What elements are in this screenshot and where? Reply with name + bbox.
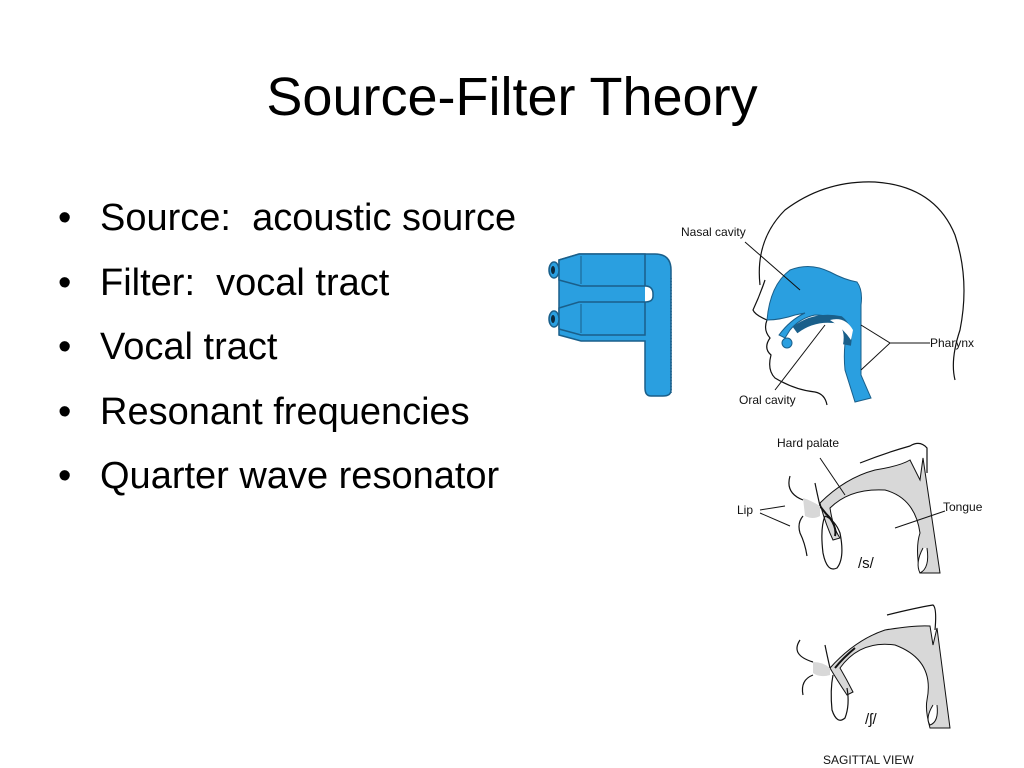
bullet-item: • Quarter wave resonator	[58, 444, 499, 509]
bullet-text: Quarter wave resonator	[100, 455, 500, 497]
bullet-dot-icon: •	[58, 261, 72, 304]
label-oral-cavity: Oral cavity	[739, 393, 796, 407]
label-nasal-cavity: Nasal cavity	[681, 225, 746, 239]
double-tube-resonator-icon	[548, 253, 672, 397]
bullet-text: Filter: vocal tract	[100, 261, 390, 304]
label-phoneme-sh: /ʃ/	[865, 711, 878, 728]
bullet-list: • Source: acoustic source • Filter: voca…	[58, 186, 516, 509]
slide-title: Source-Filter Theory	[266, 67, 758, 127]
label-lip: Lip	[737, 503, 753, 517]
caption-sagittal-view: SAGITTAL VIEW	[823, 753, 914, 767]
bullet-text: Vocal tract	[100, 326, 278, 368]
bullet-item: • Resonant frequencies	[58, 380, 470, 445]
sagittal-sh-diagram: /ʃ/ SAGITTAL VIEW	[796, 604, 951, 767]
label-phoneme-s: /s/	[858, 555, 875, 572]
bullet-item: • Filter: vocal tract	[58, 251, 389, 316]
bullet-text: Source: acoustic source	[100, 197, 517, 239]
bullet-dot-icon: •	[58, 197, 72, 239]
bullet-text: Resonant frequencies	[100, 390, 470, 433]
label-tongue: Tongue	[943, 500, 983, 514]
bullet-item: • Vocal tract	[58, 315, 277, 380]
sagittal-s-diagram: Hard palate Lip Tongue /s/	[737, 436, 983, 574]
bullet-item: • Source: acoustic source	[58, 186, 516, 251]
bullet-dot-icon: •	[58, 455, 72, 497]
bullet-dot-icon: •	[58, 390, 72, 433]
label-hard-palate: Hard palate	[777, 436, 839, 450]
label-pharynx: Pharynx	[930, 336, 974, 350]
bullet-dot-icon: •	[58, 326, 72, 368]
head-vocal-tract-diagram: Nasal cavity Pharynx Oral cavity	[681, 181, 974, 407]
